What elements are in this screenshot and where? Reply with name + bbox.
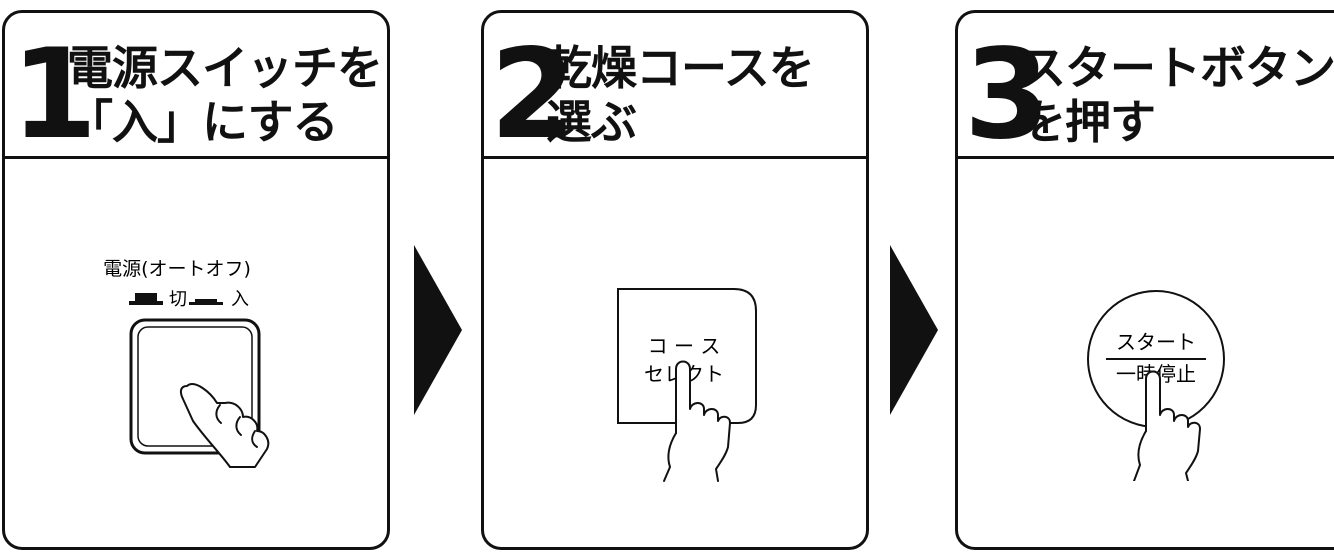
- course-select-illustration: コ ー ス セレクト: [617, 288, 757, 482]
- step-3-number: 3: [964, 23, 1050, 167]
- step-2-header: 2 乾燥コースを 選ぶ: [484, 13, 866, 159]
- finger-press-icon: [1133, 370, 1201, 481]
- on-label: 入: [231, 289, 249, 310]
- step-1-panel: 1 電源スイッチを 「入」にする 電源(オートオフ) 切 入: [2, 10, 390, 550]
- off-indicator-icon: [135, 293, 157, 303]
- power-label: 電源(オートオフ): [103, 258, 251, 280]
- step-3-panel: 3 スタートボタン を押す スタート 一時停止: [955, 10, 1334, 550]
- step-2-number: 2: [490, 23, 576, 167]
- arrow-right-icon: [414, 245, 462, 415]
- power-switch-illustration: 電源(オートオフ) 切 入: [103, 258, 270, 468]
- finger-press-icon: [179, 383, 270, 468]
- on-indicator-icon: [195, 299, 217, 304]
- step-2-panel: 2 乾燥コースを 選ぶ コ ー ス セレクト: [481, 10, 869, 550]
- course-select-button[interactable]: [617, 288, 757, 424]
- step-1-header: 1 電源スイッチを 「入」にする: [5, 13, 387, 159]
- course-label-line1: コ ー ス: [648, 334, 721, 358]
- step-1-title: 電源スイッチを 「入」にする: [67, 41, 383, 149]
- arrow-right-icon: [890, 245, 938, 415]
- step-3-header: 3 スタートボタン を押す: [958, 13, 1334, 159]
- power-switch-button[interactable]: [129, 318, 261, 455]
- finger-press-icon: [663, 360, 731, 482]
- step-3-title: スタートボタン を押す: [1020, 41, 1334, 149]
- start-button-illustration: スタート 一時停止: [1087, 290, 1225, 481]
- off-label: 切: [169, 289, 187, 310]
- step-2-title: 乾燥コースを 選ぶ: [546, 41, 815, 149]
- step-1-number: 1: [11, 23, 97, 167]
- start-label: スタート: [1116, 330, 1196, 354]
